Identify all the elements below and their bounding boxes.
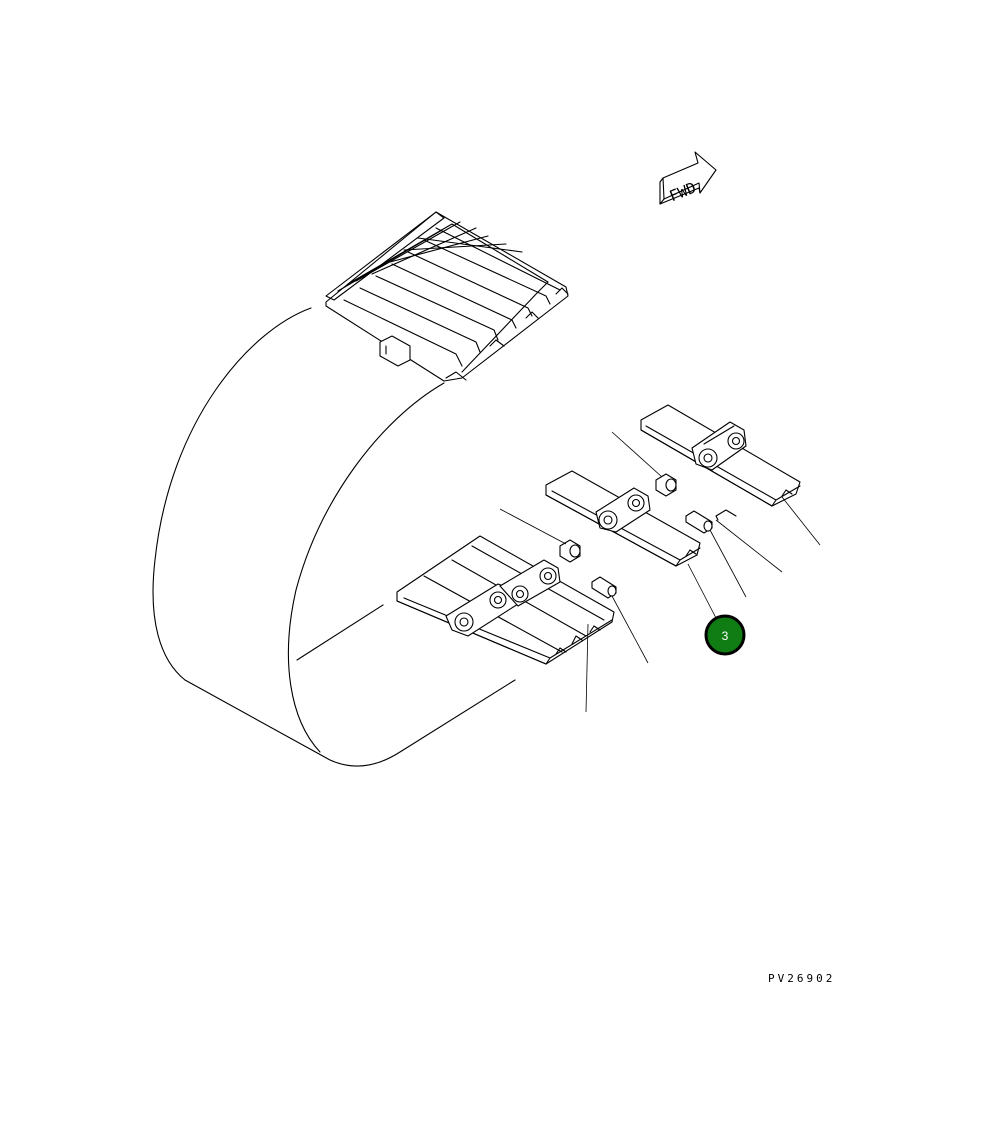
bushing-lower <box>559 539 581 563</box>
figure-code: PV26902 <box>768 972 835 985</box>
part-callout-3[interactable]: 3 <box>704 614 746 656</box>
forward-direction-arrow: FWD <box>659 151 717 205</box>
pin-middle <box>685 510 713 534</box>
pin-front <box>591 576 617 599</box>
top-grouser-shoe <box>325 211 569 382</box>
shoe-assembly-middle <box>545 470 701 567</box>
bushing-top <box>655 473 677 497</box>
retaining-clip <box>715 509 737 521</box>
track-belt-loop <box>152 307 516 767</box>
shoe-assembly-front <box>396 535 615 665</box>
leader-lines <box>499 431 821 713</box>
callout-label: 3 <box>722 629 729 643</box>
callout-marker-circle[interactable] <box>704 614 746 656</box>
shoe-assembly-rear <box>640 404 801 507</box>
